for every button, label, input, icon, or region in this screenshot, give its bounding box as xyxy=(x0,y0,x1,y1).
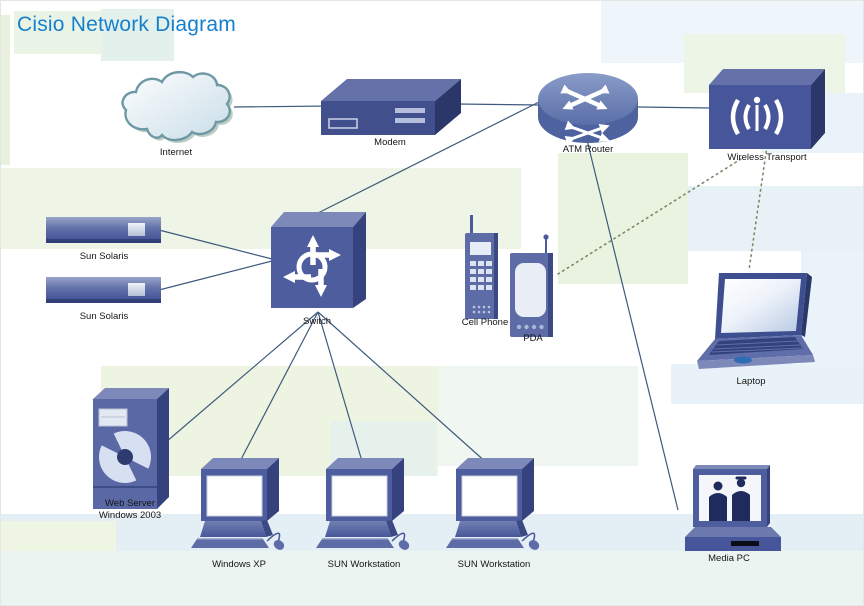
node-label: Wireless Transport xyxy=(727,152,807,163)
node-modem[interactable]: Modem xyxy=(317,75,463,148)
node-label: Web Server Windows 2003 xyxy=(99,498,161,522)
connection-atm-router-switch xyxy=(317,101,540,214)
node-label: ATM Router xyxy=(562,144,614,155)
background-patch xyxy=(101,9,174,61)
connection-atm-router-media-pc xyxy=(585,135,679,511)
node-switch[interactable]: Switch xyxy=(265,205,369,327)
node-laptop[interactable]: Laptop xyxy=(681,263,821,387)
background-patch xyxy=(1,521,116,551)
node-atm-router[interactable]: ATM Router xyxy=(535,69,641,155)
node-label: SUN Workstation xyxy=(327,559,401,570)
page-title: Cisio Network Diagram xyxy=(17,13,236,36)
node-label: PDA xyxy=(523,333,543,344)
node-label: Modem xyxy=(374,137,406,148)
workstation-icon xyxy=(446,458,540,550)
workstation-icon xyxy=(316,458,410,550)
node-web-server[interactable]: Web Server Windows 2003 xyxy=(87,383,173,521)
connection-switch-sun-workstation-2 xyxy=(317,311,489,465)
connection-atm-router-wireless-transport xyxy=(637,106,712,109)
internet-cloud-icon xyxy=(121,70,233,144)
connection-sun-solaris-2-switch xyxy=(158,260,273,291)
rack-server-icon xyxy=(46,217,161,243)
cell-phone-icon xyxy=(465,215,498,319)
connection-modem-atm-router xyxy=(455,103,542,106)
media-pc-icon xyxy=(685,465,781,551)
rack-server-icon xyxy=(46,277,161,303)
node-sun-workstation-1[interactable]: SUN Workstation xyxy=(312,451,416,570)
node-windows-xp[interactable]: Windows XP xyxy=(187,451,291,570)
background-patch xyxy=(1,551,863,605)
node-media-pc[interactable]: Media PC xyxy=(671,463,787,564)
node-label: Sun Solaris xyxy=(79,251,129,262)
node-cell-phone[interactable]: Cell Phone xyxy=(461,211,509,328)
tower-server-icon xyxy=(93,388,169,509)
node-sun-solaris-1[interactable]: Sun Solaris xyxy=(45,214,163,262)
wireless-transport-icon xyxy=(709,69,825,149)
connection-switch-web-server xyxy=(165,311,319,443)
node-wireless-transport[interactable]: Wireless Transport xyxy=(707,63,827,163)
node-label: Laptop xyxy=(736,376,766,387)
background-patch xyxy=(1,15,10,165)
node-label: Switch xyxy=(303,316,331,327)
workstation-icon xyxy=(191,458,285,550)
pda-icon xyxy=(510,234,553,337)
modem-icon xyxy=(321,79,461,135)
background-patch xyxy=(558,153,688,284)
background-patch xyxy=(671,364,863,404)
node-label: Sun Solaris xyxy=(79,311,129,322)
connection-internet-modem xyxy=(233,105,332,108)
node-label: Windows XP xyxy=(212,559,266,570)
laptop-icon xyxy=(697,273,815,369)
node-label: Media PC xyxy=(708,553,750,564)
connection-pda-wireless-transport xyxy=(557,158,742,275)
node-sun-workstation-2[interactable]: SUN Workstation xyxy=(442,451,546,570)
connection-sun-solaris-1-switch xyxy=(158,229,273,260)
node-label: Cell Phone xyxy=(461,317,509,328)
background-patch xyxy=(688,186,863,251)
node-pda[interactable]: PDA xyxy=(507,231,559,344)
background-patch xyxy=(801,251,863,366)
node-label: SUN Workstation xyxy=(457,559,531,570)
connection-wireless-transport-laptop xyxy=(748,145,768,271)
node-internet[interactable]: Internet xyxy=(117,65,235,158)
connection-switch-windows-xp xyxy=(236,311,319,468)
node-label: Internet xyxy=(159,147,193,158)
node-label-line2: Windows 2003 xyxy=(98,510,162,521)
node-sun-solaris-2[interactable]: Sun Solaris xyxy=(45,274,163,322)
connection-switch-sun-workstation-1 xyxy=(317,311,365,469)
node-label-line1: Web Server xyxy=(105,498,155,509)
atm-router-icon xyxy=(538,73,638,146)
switch-icon xyxy=(271,212,366,308)
